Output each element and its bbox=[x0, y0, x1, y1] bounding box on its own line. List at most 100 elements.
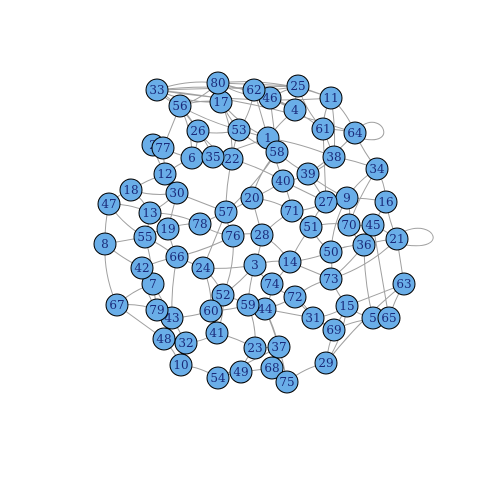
node-64: 64 bbox=[343, 121, 367, 145]
node-label-65: 65 bbox=[381, 311, 396, 325]
node-label-43: 43 bbox=[164, 311, 179, 325]
node-6: 6 bbox=[180, 146, 204, 170]
node-label-51: 51 bbox=[303, 220, 318, 234]
node-66: 66 bbox=[165, 245, 189, 269]
node-69: 69 bbox=[322, 318, 346, 342]
node-60: 60 bbox=[199, 299, 223, 323]
node-label-71: 71 bbox=[284, 204, 299, 218]
node-circle-77 bbox=[151, 136, 175, 160]
node-72: 72 bbox=[283, 285, 307, 309]
node-label-12: 12 bbox=[157, 167, 172, 181]
node-62: 62 bbox=[242, 78, 266, 102]
node-15: 15 bbox=[335, 294, 359, 318]
node-circle-10 bbox=[169, 353, 193, 377]
node-34: 34 bbox=[365, 157, 389, 181]
node-label-77: 77 bbox=[155, 141, 170, 155]
node-label-73: 73 bbox=[323, 272, 338, 286]
node-circle-20 bbox=[240, 186, 264, 210]
node-63: 63 bbox=[392, 272, 416, 296]
node-circle-71 bbox=[280, 199, 304, 223]
node-label-50: 50 bbox=[323, 245, 338, 259]
node-48: 48 bbox=[152, 327, 176, 351]
node-circle-28 bbox=[250, 223, 274, 247]
node-circle-78 bbox=[188, 212, 212, 236]
node-label-39: 39 bbox=[300, 167, 315, 181]
node-14: 14 bbox=[278, 250, 302, 274]
node-label-27: 27 bbox=[318, 195, 333, 209]
node-label-80: 80 bbox=[210, 76, 225, 90]
node-circle-59 bbox=[236, 293, 260, 317]
node-circle-29 bbox=[314, 351, 338, 375]
node-circle-66 bbox=[165, 245, 189, 269]
node-label-22: 22 bbox=[224, 152, 239, 166]
node-circle-64 bbox=[343, 121, 367, 145]
self-loop-21 bbox=[404, 227, 434, 247]
node-circle-51 bbox=[299, 215, 323, 239]
node-label-7: 7 bbox=[149, 277, 157, 291]
node-79: 79 bbox=[145, 298, 169, 322]
node-47: 47 bbox=[97, 192, 121, 216]
node-circle-69 bbox=[322, 318, 346, 342]
node-label-31: 31 bbox=[305, 311, 320, 325]
node-label-29: 29 bbox=[318, 356, 333, 370]
node-label-32: 32 bbox=[178, 336, 193, 350]
node-57: 57 bbox=[214, 200, 238, 224]
node-circle-42 bbox=[130, 256, 154, 280]
node-circle-40 bbox=[271, 169, 295, 193]
node-label-67: 67 bbox=[109, 298, 124, 312]
node-label-4: 4 bbox=[291, 103, 299, 117]
node-36: 36 bbox=[352, 233, 376, 257]
node-78: 78 bbox=[188, 212, 212, 236]
node-label-1: 1 bbox=[264, 131, 272, 145]
node-16: 16 bbox=[374, 190, 398, 214]
node-4: 4 bbox=[283, 98, 307, 122]
node-label-8: 8 bbox=[101, 237, 109, 251]
node-label-25: 25 bbox=[290, 79, 305, 93]
node-circle-63 bbox=[392, 272, 416, 296]
node-label-24: 24 bbox=[195, 261, 211, 275]
node-label-62: 62 bbox=[246, 83, 261, 97]
node-label-56: 56 bbox=[172, 99, 187, 113]
node-circle-45 bbox=[361, 213, 385, 237]
node-24: 24 bbox=[191, 256, 215, 280]
node-circle-19 bbox=[156, 217, 180, 241]
node-circle-8 bbox=[93, 232, 117, 256]
node-58: 58 bbox=[265, 140, 289, 164]
node-label-6: 6 bbox=[188, 151, 196, 165]
node-18: 18 bbox=[119, 178, 143, 202]
node-label-61: 61 bbox=[315, 122, 330, 136]
node-42: 42 bbox=[130, 256, 154, 280]
node-circle-27 bbox=[314, 190, 338, 214]
node-label-28: 28 bbox=[254, 228, 269, 242]
node-label-17: 17 bbox=[213, 95, 228, 109]
node-label-53: 53 bbox=[231, 123, 246, 137]
node-circle-16 bbox=[374, 190, 398, 214]
node-label-44: 44 bbox=[257, 302, 273, 316]
node-circle-47 bbox=[97, 192, 121, 216]
node-circle-67 bbox=[105, 293, 129, 317]
node-circle-49 bbox=[229, 360, 253, 384]
node-label-78: 78 bbox=[192, 217, 207, 231]
node-circle-65 bbox=[377, 306, 401, 330]
node-7: 7 bbox=[141, 272, 165, 296]
node-17: 17 bbox=[209, 90, 233, 114]
node-circle-23 bbox=[243, 336, 267, 360]
node-25: 25 bbox=[286, 74, 310, 98]
node-circle-30 bbox=[165, 181, 189, 205]
node-label-57: 57 bbox=[218, 205, 233, 219]
node-circle-76 bbox=[221, 224, 245, 248]
node-38: 38 bbox=[322, 145, 346, 169]
node-label-9: 9 bbox=[343, 191, 351, 205]
node-label-66: 66 bbox=[169, 250, 184, 264]
node-circle-74 bbox=[260, 272, 284, 296]
node-circle-14 bbox=[278, 250, 302, 274]
node-circle-24 bbox=[191, 256, 215, 280]
node-45: 45 bbox=[361, 213, 385, 237]
node-61: 61 bbox=[311, 117, 335, 141]
node-label-16: 16 bbox=[378, 195, 393, 209]
node-circle-18 bbox=[119, 178, 143, 202]
node-label-64: 64 bbox=[347, 126, 363, 140]
node-52: 52 bbox=[211, 283, 235, 307]
node-label-30: 30 bbox=[169, 186, 184, 200]
node-label-33: 33 bbox=[149, 83, 164, 97]
